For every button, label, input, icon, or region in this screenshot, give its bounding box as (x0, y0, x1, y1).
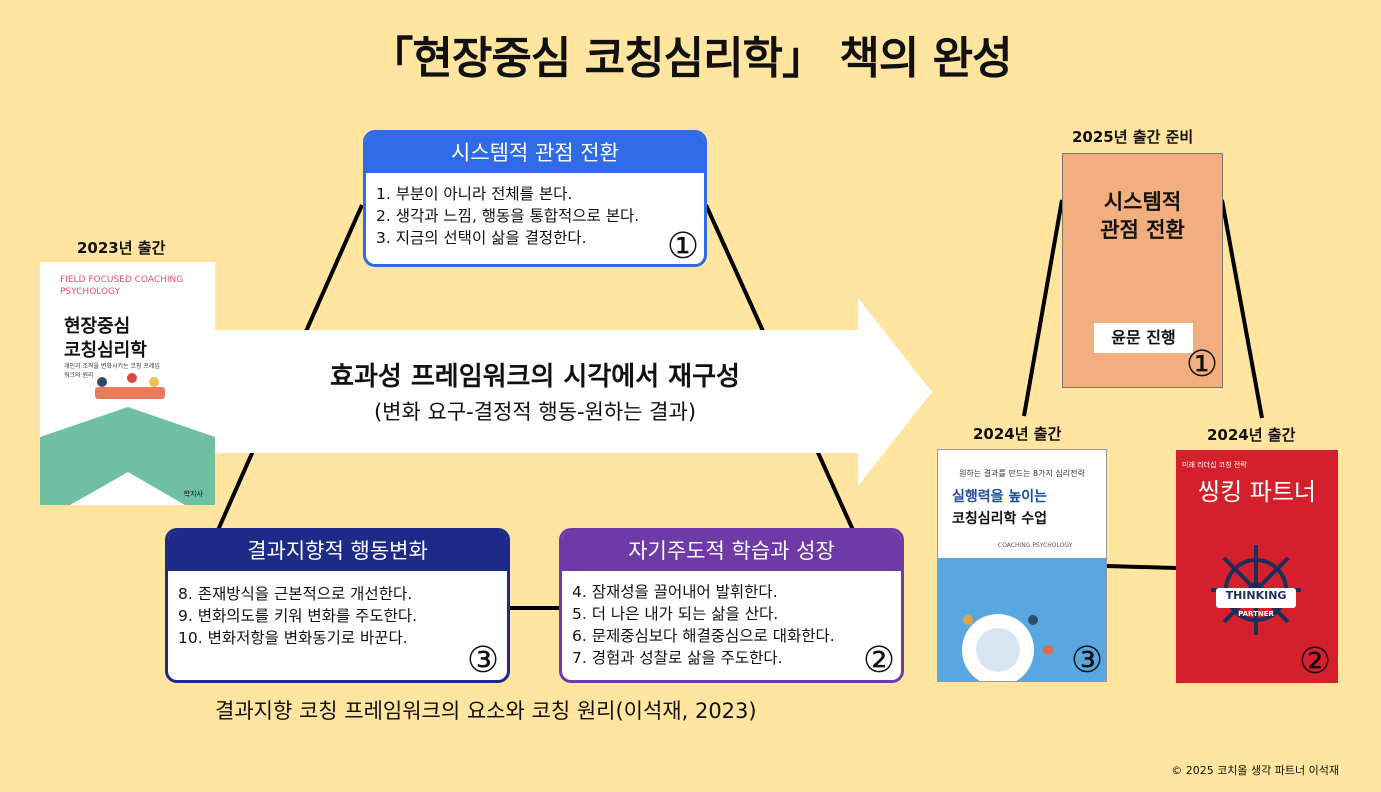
status-badge: 윤문 진행 (1094, 323, 1193, 353)
box-header: 자기주도적 학습과 성장 (562, 531, 901, 571)
copyright: © 2025 코치올 생각 파트너 이석재 (1171, 764, 1339, 777)
book-kicker: 원하는 결과를 만드는 8가지 심리전략 (959, 469, 1085, 478)
principle-list: 4. 잠재성을 끌어내어 발휘한다. 5. 더 나은 내가 되는 삶을 산다. … (562, 571, 901, 669)
wheel-badge-text: THINKING (1225, 589, 1287, 602)
ship-wheel-icon (1211, 545, 1301, 635)
list-item: 4. 잠재성을 끌어내어 발휘한다. (572, 583, 778, 601)
book-cover-2024-thinking-partner: 미래 리더십 코칭 전략 씽킹 파트너 THINKING PARTNER (1176, 450, 1338, 683)
book-year-label: 2024년 출간 (973, 425, 1062, 443)
book-year-label: 2023년 출간 (77, 239, 166, 257)
arrow-sub-text: (변화 요구-결정적 행동-원하는 결과) (230, 396, 840, 426)
number-badge: ② (1298, 641, 1332, 682)
figure-caption: 결과지향 코칭 프레임워크의 요소와 코칭 원리(이석재, 2023) (215, 699, 757, 723)
list-item: 2. 생각과 느낌, 행동을 통합적으로 본다. (376, 207, 640, 225)
book-title-line2: 코칭심리학 (64, 340, 147, 361)
wheel-badge-text2: PARTNER (1238, 610, 1274, 618)
number-badge: ① (1185, 344, 1219, 385)
list-item: 7. 경험과 성찰로 삶을 주도한다. (572, 649, 783, 667)
arrow-main-text: 효과성 프레임워크의 시각에서 재구성 (230, 356, 840, 393)
book-cover-2024-practice: 원하는 결과를 만드는 8가지 심리전략 실행력을 높이는 코칭심리학 수업 C… (937, 449, 1107, 682)
book-subtitle: 개인과 조직을 변화시키는 코칭 프레임워크와 원리 (64, 363, 160, 379)
book-year-label: 2024년 출간 (1207, 426, 1296, 444)
list-item: 9. 변화의도를 키워 변화를 주도한다. (178, 607, 418, 625)
number-badge: ② (862, 640, 896, 681)
list-item: 10. 변화저항을 변화동기로 바꾼다. (178, 629, 408, 647)
book-kicker: 미래 리더십 코칭 전략 (1182, 461, 1247, 469)
book-cover-2023: FIELD FOCUSED COACHING PSYCHOLOGY 현장중심 코… (40, 262, 215, 505)
book-cover-2025-draft: 시스템적 관점 전환 윤문 진행 (1062, 153, 1223, 388)
principle-box-systems: 시스템적 관점 전환 1. 부분이 아니라 전체를 본다. 2. 생각과 느낌,… (363, 130, 707, 267)
principle-list: 8. 존재방식을 근본적으로 개선한다. 9. 변화의도를 키워 변화를 주도한… (168, 571, 507, 649)
box-header: 시스템적 관점 전환 (366, 133, 704, 173)
book-title: 씽킹 파트너 (1197, 478, 1317, 506)
draft-title-line2: 관점 전환 (1100, 218, 1185, 242)
principle-box-results: 결과지향적 행동변화 8. 존재방식을 근본적으로 개선한다. 9. 변화의도를… (165, 528, 510, 683)
list-item: 8. 존재방식을 근본적으로 개선한다. (178, 585, 413, 603)
book-en: COACHING PSYCHOLOGY (998, 542, 1073, 549)
arrow-main-label: 효과성 프레임워크의 시각에서 재구성 (330, 362, 740, 392)
book-illustration (40, 262, 215, 505)
book-publisher: 학지사 (183, 490, 203, 498)
list-item: 6. 문제중심보다 해결중심으로 대화한다. (572, 627, 835, 645)
book-year-label: 2025년 출간 준비 (1072, 128, 1194, 146)
number-badge: ① (666, 226, 700, 267)
book-top-en: FIELD FOCUSED COACHING PSYCHOLOGY (60, 275, 184, 297)
arrow-sub-label: (변화 요구-결정적 행동-원하는 결과) (373, 400, 697, 424)
list-item: 5. 더 나은 내가 되는 삶을 산다. (572, 605, 779, 623)
number-badge: ③ (466, 640, 500, 681)
number-badge: ③ (1070, 640, 1104, 681)
book-title-line1: 현장중심 (64, 316, 131, 337)
principle-box-selfdirected: 자기주도적 학습과 성장 4. 잠재성을 끌어내어 발휘한다. 5. 더 나은 … (559, 528, 904, 683)
book-illustration (938, 558, 1106, 681)
draft-title-line1: 시스템적 (1103, 190, 1182, 214)
book-title-line2: 코칭심리학 수업 (952, 511, 1048, 527)
box-header: 결과지향적 행동변화 (168, 531, 507, 571)
page-title: 「현장중심 코칭심리학」 책의 완성 (369, 33, 1012, 84)
principle-list: 1. 부분이 아니라 전체를 본다. 2. 생각과 느낌, 행동을 통합적으로 … (366, 173, 704, 249)
list-item: 1. 부분이 아니라 전체를 본다. (376, 185, 573, 203)
list-item: 3. 지금의 선택이 삶을 결정한다. (376, 229, 587, 247)
book-title-line1: 실행력을 높이는 (952, 489, 1048, 505)
